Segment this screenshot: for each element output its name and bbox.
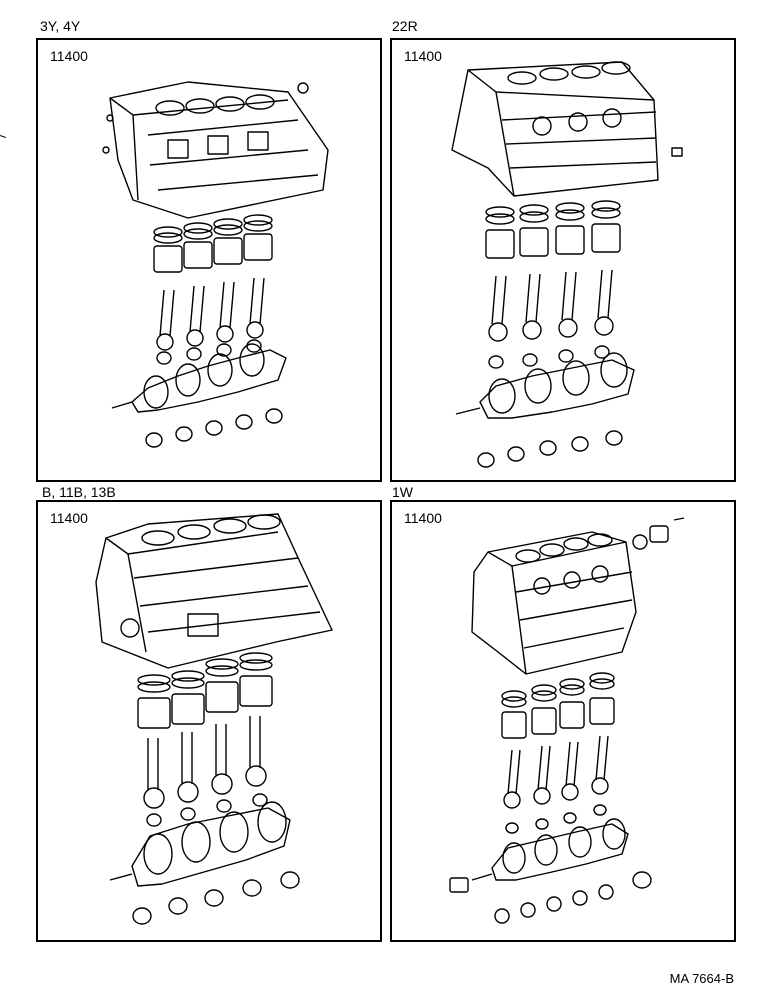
crankshaft-icon [449,818,652,893]
engine-block-assembly-drawing [451,61,683,468]
piston-ring-set-icon [485,200,621,225]
diagram-reference-number: MA 7664-B [669,971,734,986]
engine-block-assembly-drawing [95,513,333,925]
connecting-rod-icon [156,277,265,351]
piston-icon [137,675,273,729]
main-bearing-icon [145,408,283,448]
panel-3y-4y: 11400 [36,38,382,482]
cylinder-block-icon [95,513,333,669]
piston-ring-set-icon [137,652,273,693]
rod-bearing-icon [505,804,607,834]
part-number: 11400 [50,510,88,526]
crankshaft-icon [455,352,635,419]
cylinder-block-icon [471,517,685,675]
engine-label-22r: 22R [392,18,418,34]
panel-1w: 11400 [390,500,736,942]
main-bearing-icon [494,884,614,924]
rod-bearing-icon [146,793,268,827]
part-number: 11400 [404,510,442,526]
margin-mark [0,135,6,138]
piston-icon [153,233,273,273]
crankshaft-icon [111,343,287,413]
connecting-rod-icon [503,735,609,809]
connecting-rod-icon [143,716,267,809]
part-number: 11400 [404,48,442,64]
panel-22r: 11400 [390,38,736,482]
piston-icon [501,697,615,739]
engine-block-assembly-drawing [102,81,329,448]
rod-bearing-icon [488,345,610,369]
cylinder-block-icon [451,61,683,197]
engine-label-1w: 1W [392,484,413,500]
panel-b-11b-13b: 11400 [36,500,382,942]
part-number: 11400 [50,48,88,64]
cylinder-block-icon [102,81,329,219]
piston-ring-set-icon [501,672,615,708]
connecting-rod-icon [488,269,614,342]
piston-ring-set-icon [153,214,273,244]
engine-label-3y-4y: 3Y, 4Y [40,18,81,34]
engine-block-assembly-drawing [449,517,685,924]
piston-icon [485,223,621,259]
main-bearing-icon [132,871,300,925]
main-bearing-icon [477,430,623,468]
engine-label-b-11b-13b: B, 11B, 13B [42,484,116,500]
crankshaft-icon [109,801,291,887]
